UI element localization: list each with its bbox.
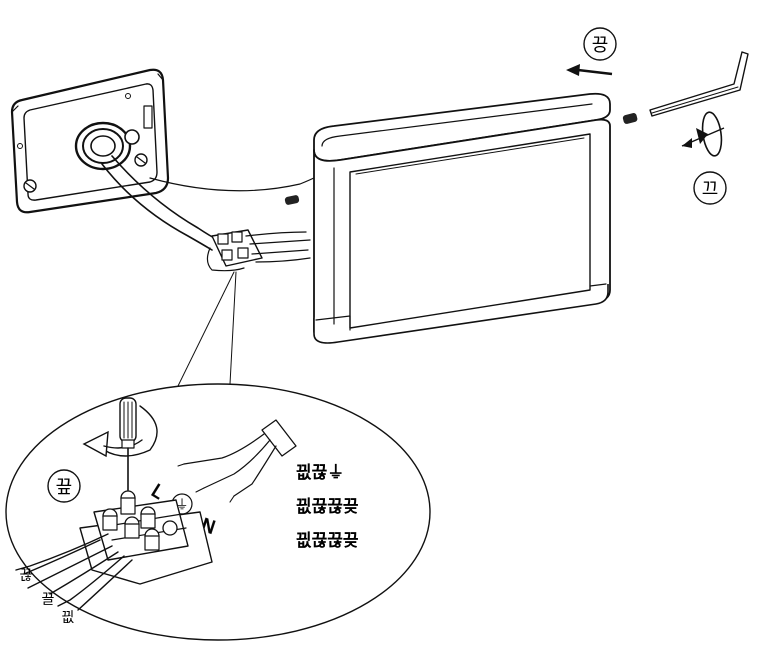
wire-tag-3: 끲 bbox=[62, 610, 75, 626]
wire-tag-2: 끌 bbox=[42, 592, 55, 608]
arrow-left-icon bbox=[566, 64, 580, 76]
set-screw-left bbox=[284, 195, 300, 205]
rotation-arrow-icon bbox=[681, 111, 725, 157]
zoom-leader-lines bbox=[177, 271, 237, 387]
wire-legend-earth: 끲끊⏚ bbox=[296, 463, 344, 483]
screwdriver-icon bbox=[119, 397, 137, 491]
step-label-hex-key: 끄 bbox=[702, 179, 719, 200]
set-screw-icon bbox=[622, 113, 638, 124]
step-label-wiring: 끞 bbox=[56, 477, 73, 498]
wire-legend-live: 끲끊끊끚 bbox=[296, 497, 359, 517]
hex-key-step: 끄 bbox=[649, 51, 749, 205]
remove-screw-step: 끙 bbox=[566, 27, 638, 124]
terminal-screws bbox=[102, 490, 178, 551]
wall-light-housing bbox=[313, 92, 611, 344]
hex-key-icon bbox=[649, 51, 749, 117]
wire-legend-neutral: 끲끊끊끚 bbox=[296, 531, 359, 551]
loose-cable bbox=[177, 419, 297, 503]
step-label-remove-screw: 끙 bbox=[592, 35, 609, 56]
terminal-block bbox=[15, 490, 213, 611]
wiring-detail-view: 끞 L ⏚ N bbox=[5, 383, 431, 641]
wire-tag-1: 끊 bbox=[20, 568, 33, 584]
mounting-plate bbox=[10, 68, 170, 214]
terminal-block-small bbox=[206, 229, 311, 272]
wire-legend: 끲끊⏚ 끲끊끊끚 끲끊끊끚 bbox=[296, 463, 359, 551]
